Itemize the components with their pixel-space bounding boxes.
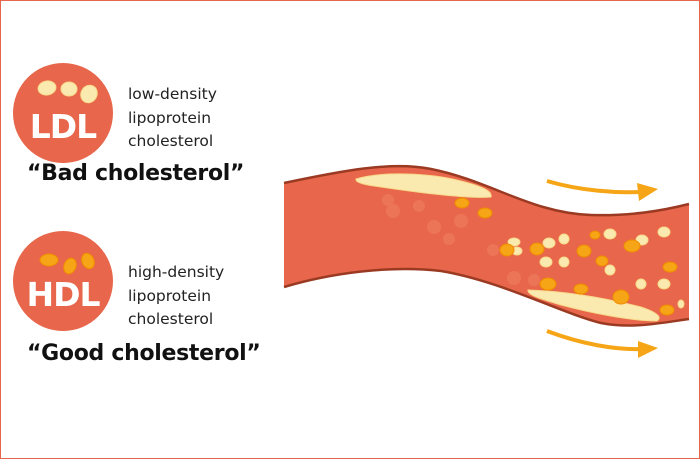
ldl-description-line: cholesterol bbox=[128, 132, 214, 150]
flow-arrow-bottom-icon bbox=[546, 329, 658, 358]
hdl-particles bbox=[454, 197, 678, 316]
artery-vessel bbox=[284, 166, 689, 326]
ldl-nickname: “Bad cholesterol” bbox=[27, 161, 245, 186]
ldl-description-line: low-density bbox=[128, 85, 217, 103]
hdl-description-line: high-density bbox=[128, 263, 225, 281]
faded-particles bbox=[382, 194, 540, 286]
hdl-badge: HDL bbox=[13, 231, 113, 331]
hdl-nickname: “Good cholesterol” bbox=[27, 341, 261, 366]
hdl-description-line: cholesterol bbox=[128, 310, 214, 328]
ldl-label: LDL bbox=[29, 107, 97, 146]
hdl-description-line: lipoprotein bbox=[128, 286, 212, 305]
plaque-bottom bbox=[527, 289, 660, 322]
ldl-description: low-density lipoprotein cholesterol bbox=[128, 83, 217, 154]
ldl-particles bbox=[507, 226, 685, 309]
hdl-particles-icon bbox=[39, 252, 95, 275]
artery-wall-bottom bbox=[283, 267, 690, 327]
artery-wall-top bbox=[283, 164, 690, 217]
hdl-label: HDL bbox=[26, 275, 100, 314]
plaque-top bbox=[355, 173, 492, 198]
ldl-badge: LDL bbox=[13, 63, 113, 163]
ldl-particles-icon bbox=[37, 80, 98, 104]
ldl-description-line: lipoprotein bbox=[128, 108, 212, 127]
hdl-description: high-density lipoprotein cholesterol bbox=[128, 261, 224, 332]
flow-arrow-top-icon bbox=[546, 179, 658, 201]
